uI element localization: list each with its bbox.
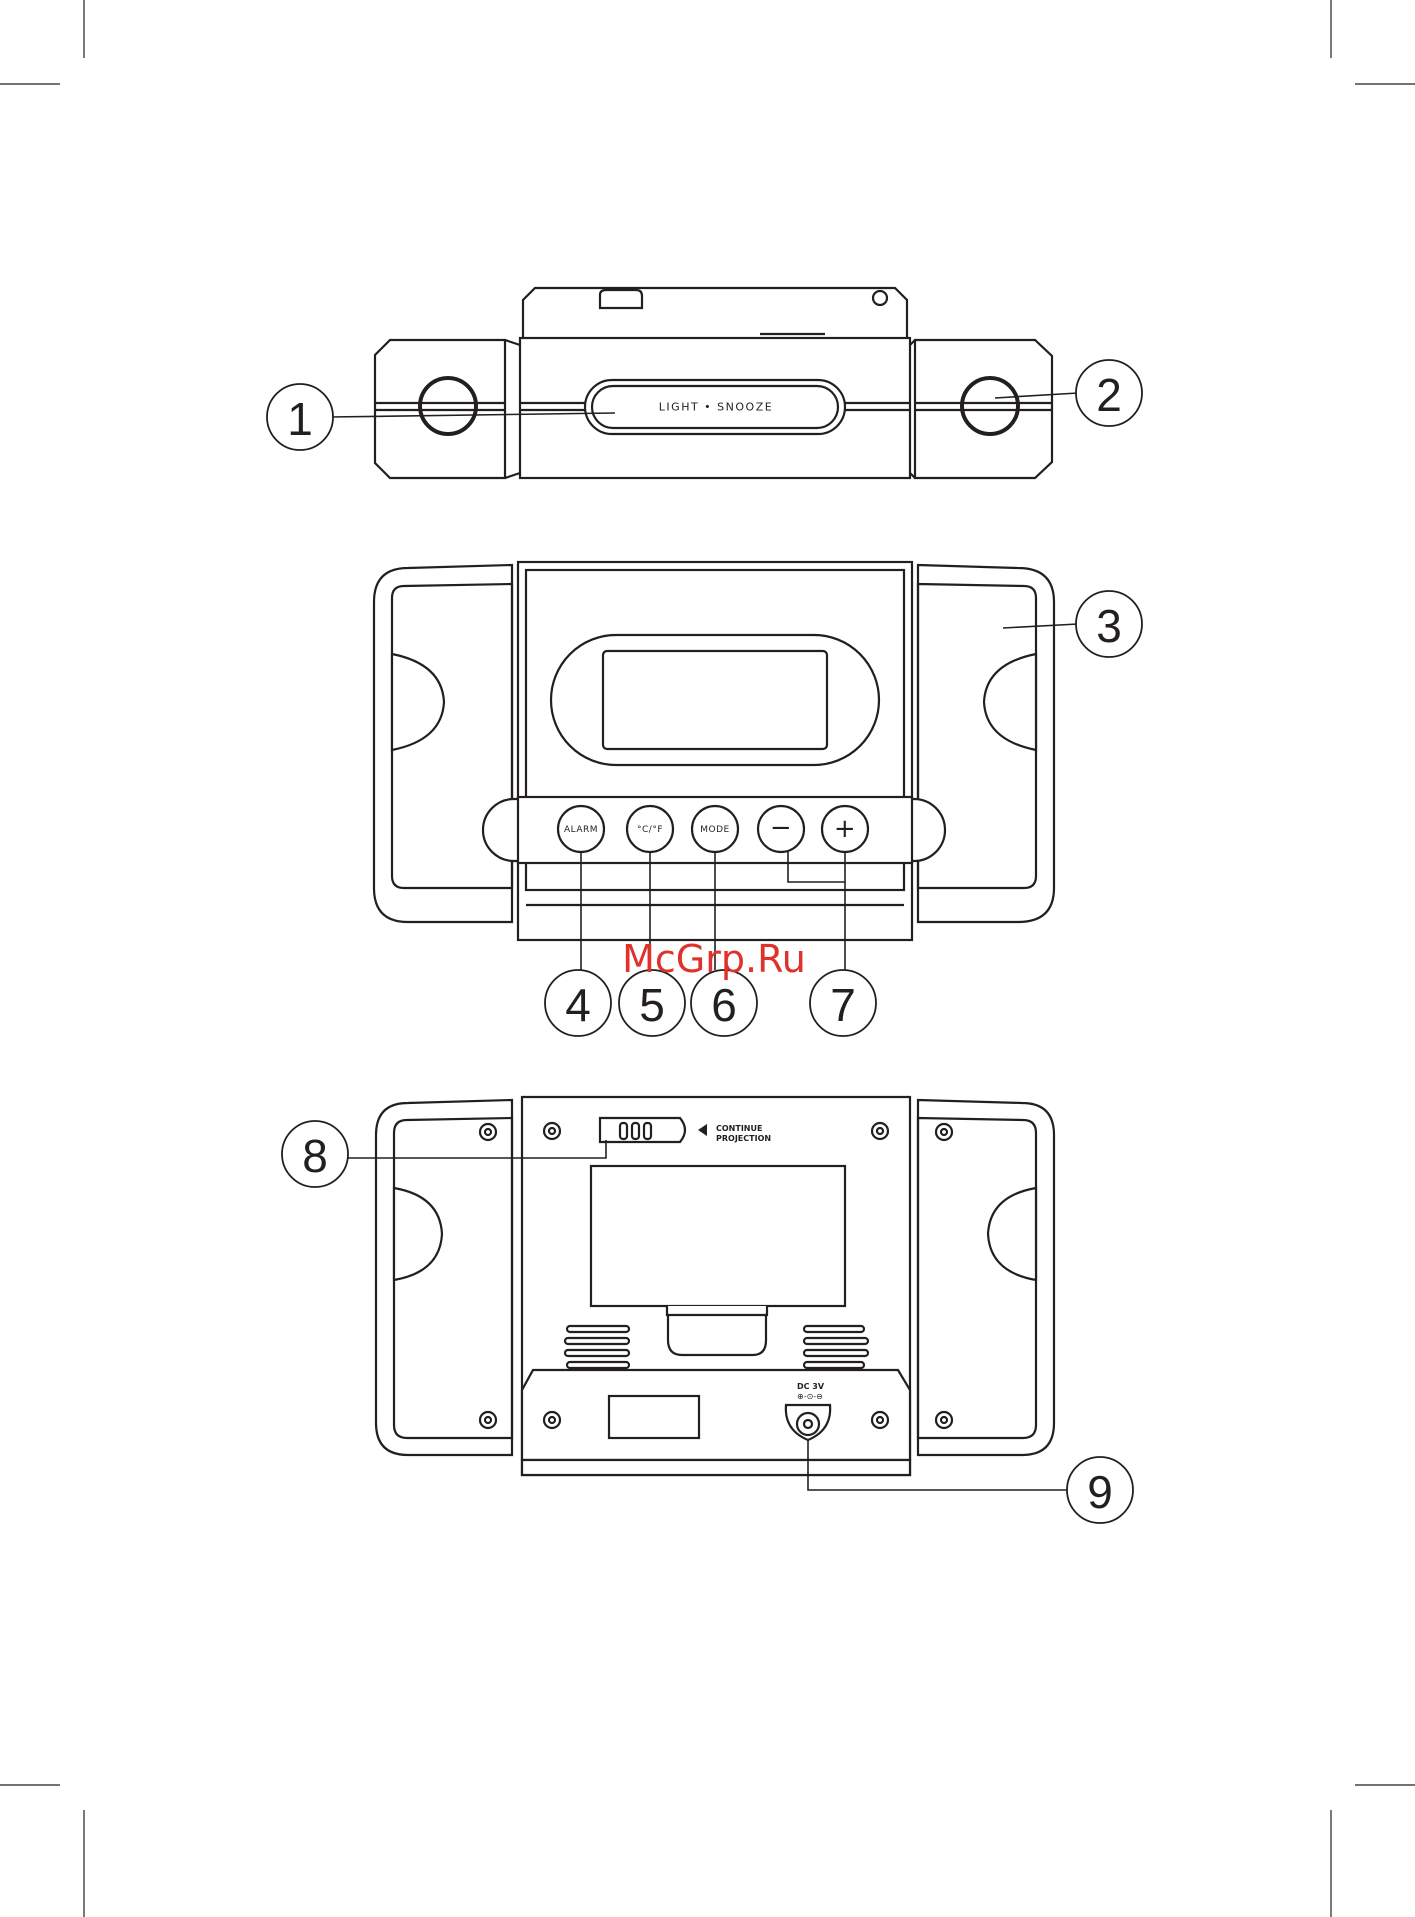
front-view: ALARM °C/°F MODE − + [374, 562, 1054, 940]
plus-button-label: + [834, 814, 856, 844]
light-snooze-label: LIGHT • SNOOZE [659, 401, 773, 414]
callout-1: 1 [267, 384, 333, 450]
callout-3-number: 3 [1096, 600, 1122, 652]
back-view: CONTINUE PROJECTION DC 3V ⊕-⊙-⊖ [376, 1097, 1054, 1475]
callout-7-number: 7 [830, 979, 856, 1031]
switch-label-continue: CONTINUE [716, 1124, 762, 1133]
callout-1-number: 1 [287, 393, 313, 445]
switch-label-projection: PROJECTION [716, 1134, 771, 1143]
callout-5-number: 5 [639, 979, 665, 1031]
callout-3: 3 [1076, 591, 1142, 657]
mode-button[interactable]: MODE [692, 806, 738, 852]
callout-2-number: 2 [1096, 369, 1122, 421]
callout-4-number: 4 [565, 979, 591, 1031]
watermark: McGrp.Ru [622, 937, 806, 981]
power-label: DC 3V [797, 1382, 825, 1391]
callout-7: 7 [810, 970, 876, 1036]
callout-4: 4 [545, 970, 611, 1036]
polarity-symbol: ⊕-⊙-⊖ [797, 1392, 823, 1401]
callout-6-number: 6 [711, 979, 737, 1031]
callout-2: 2 [1076, 360, 1142, 426]
projection-switch[interactable] [600, 1118, 685, 1142]
minus-button[interactable]: − [758, 806, 804, 852]
callout-8-number: 8 [302, 1130, 328, 1182]
plus-button[interactable]: + [822, 806, 868, 852]
callout-9-number: 9 [1087, 1466, 1113, 1518]
top-view: LIGHT • SNOOZE [375, 288, 1052, 478]
callout-9: 9 [1067, 1457, 1133, 1523]
callout-8: 8 [282, 1121, 348, 1187]
alarm-button-label: ALARM [564, 825, 598, 835]
cf-button-label: °C/°F [637, 825, 663, 835]
minus-button-label: − [770, 813, 792, 843]
mode-button-label: MODE [700, 825, 729, 835]
cf-button[interactable]: °C/°F [627, 806, 673, 852]
alarm-button[interactable]: ALARM [558, 806, 604, 852]
